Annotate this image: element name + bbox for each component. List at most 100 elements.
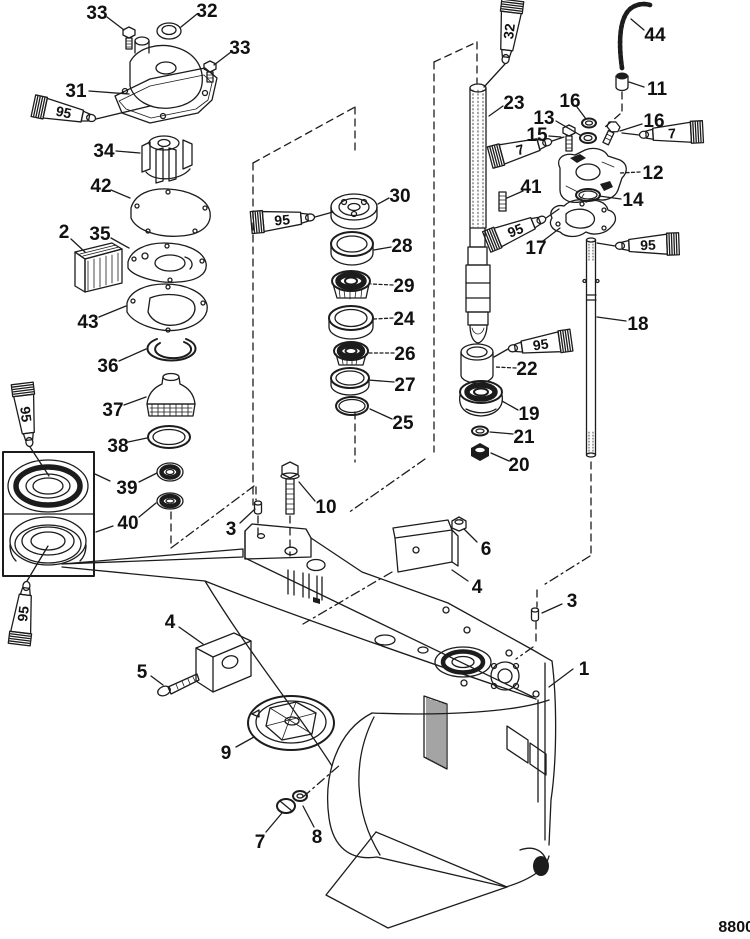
tube-95-shaft-18-leader [597, 243, 615, 246]
callout-9: 9 [221, 743, 232, 764]
leader-line-4b [452, 570, 468, 581]
part-water-pump-housing [115, 37, 217, 123]
tube-95-bushing-22-leader [494, 349, 508, 357]
leader-line-13 [556, 121, 580, 135]
leader-line-36 [119, 349, 146, 361]
part-bolt-33-right [204, 61, 216, 82]
leader-line-7 [266, 813, 282, 832]
part-seal-39 [157, 463, 183, 481]
leader-line-43 [99, 306, 126, 317]
part-tapered-bearing-29 [332, 271, 370, 299]
leader-line-19 [502, 401, 518, 410]
part-bolt-16 [600, 119, 621, 146]
leader-line-17 [543, 228, 560, 241]
part-nut-20 [471, 443, 489, 461]
tube-95-bearing-30-leader [315, 212, 333, 217]
callout-44: 44 [644, 25, 666, 46]
part-carrier-19 [460, 381, 503, 416]
leader-line-33b [214, 52, 231, 65]
part-gasket-43 [127, 284, 207, 332]
part-washer-21 [472, 427, 488, 436]
tube-7-right-leader [622, 133, 639, 135]
part-seal-40 [157, 493, 183, 509]
callout-4a: 4 [165, 612, 176, 633]
leader-line-24 [374, 318, 393, 319]
callout-3a: 3 [226, 519, 237, 540]
part-screw-5 [156, 674, 199, 698]
part-pin-3-right [532, 608, 539, 621]
callout-13: 13 [533, 108, 554, 129]
part-bearing-carrier-30 [331, 194, 377, 229]
part-pin-3-left [255, 501, 262, 514]
leader-line-20 [491, 453, 509, 461]
leader-line-10 [299, 482, 315, 501]
part-washer-8 [293, 791, 307, 801]
leader-line-3a [240, 509, 255, 523]
part-gasket-42 [131, 189, 210, 236]
leader-line-8 [303, 806, 314, 827]
callout-16b: 16 [643, 111, 664, 132]
part-shim-27 [331, 368, 369, 395]
part-face-plate-35 [128, 243, 206, 282]
tube-95-seal-lower-leader [27, 546, 48, 581]
tube-32-driveshaft-leader [484, 64, 505, 87]
tube-95-bushing-22: 95 [507, 329, 573, 360]
tube-7-left: 7 [487, 131, 554, 169]
callout-5: 5 [137, 662, 148, 683]
leader-line-29 [371, 284, 393, 285]
tube-95-bearing-30: 95 [250, 206, 315, 233]
callout-3b: 3 [567, 591, 578, 612]
leader-line-3b [542, 604, 562, 613]
tube-95-pump-housing-leader [96, 106, 150, 119]
leader-line-39 [139, 473, 157, 482]
callout-29: 29 [393, 276, 414, 297]
leader-line-22 [495, 367, 516, 368]
part-nut-6 [452, 517, 466, 531]
leader-line-6 [464, 529, 477, 542]
leader-line-40 [139, 503, 156, 517]
seal-kit-box [3, 452, 94, 576]
part-pump-cap [157, 23, 181, 39]
leader-line-37 [124, 397, 146, 405]
callout-12: 12 [642, 163, 663, 184]
callout-2: 2 [59, 222, 70, 243]
leader-line-2 [71, 239, 85, 252]
tube-95-seal-lower-label: 95 [14, 605, 32, 623]
tube-7-left-leader [552, 137, 564, 141]
leader-lines-layer [27, 14, 644, 832]
part-anode-4-left [196, 633, 251, 692]
part-oring-38 [148, 426, 190, 448]
part-bearing-26 [334, 342, 368, 365]
leader-line-40 [96, 526, 113, 532]
tube-95-gasket-17-leader [546, 209, 559, 218]
callout-10: 10 [315, 497, 336, 518]
callout-18: 18 [627, 314, 648, 335]
leader-line-34 [116, 151, 140, 153]
part-driveshaft [466, 84, 490, 343]
tube-32-driveshaft: 32 [494, 0, 524, 65]
callout-33b: 33 [229, 38, 250, 59]
callout-1: 1 [579, 659, 590, 680]
leader-line-15 [549, 136, 561, 137]
part-anode-2 [75, 243, 122, 292]
leader-line-30 [378, 198, 389, 204]
callout-39: 39 [116, 478, 137, 499]
part-bushing-22 [461, 344, 493, 383]
tube-95-bearing-30-label: 95 [274, 211, 291, 228]
callout-14: 14 [622, 190, 644, 211]
leader-line-16a [577, 107, 586, 119]
leader-line-23 [489, 106, 503, 116]
callout-43: 43 [77, 312, 98, 333]
callout-36: 36 [97, 356, 118, 377]
leader-line-21 [490, 432, 513, 434]
part-fitting-11 [616, 72, 628, 91]
callout-41: 41 [520, 177, 542, 198]
callout-20: 20 [508, 455, 529, 476]
callout-37: 37 [102, 400, 123, 421]
callout-30: 30 [389, 186, 410, 207]
part-trim-plate-9 [248, 696, 334, 750]
